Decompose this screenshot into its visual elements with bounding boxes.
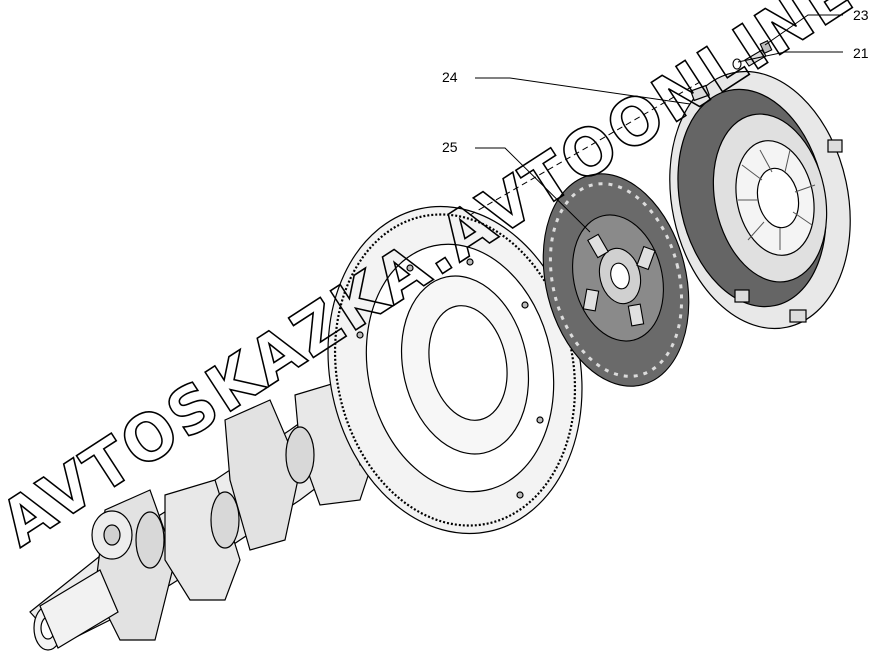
callout-21: 21 (853, 45, 869, 61)
flywheel (327, 205, 583, 535)
leader-21 (737, 51, 843, 63)
leader-24 (475, 77, 691, 105)
callout-25: 25 (442, 139, 458, 155)
callout-23: 23 (853, 7, 869, 23)
leader-25 (475, 147, 591, 233)
callout-24: 24 (442, 69, 458, 85)
leader-lines (475, 14, 843, 233)
clutch-disc (542, 173, 690, 387)
assembly-axis (469, 81, 701, 216)
leader-23 (764, 14, 843, 46)
pressure-plate (669, 70, 851, 330)
